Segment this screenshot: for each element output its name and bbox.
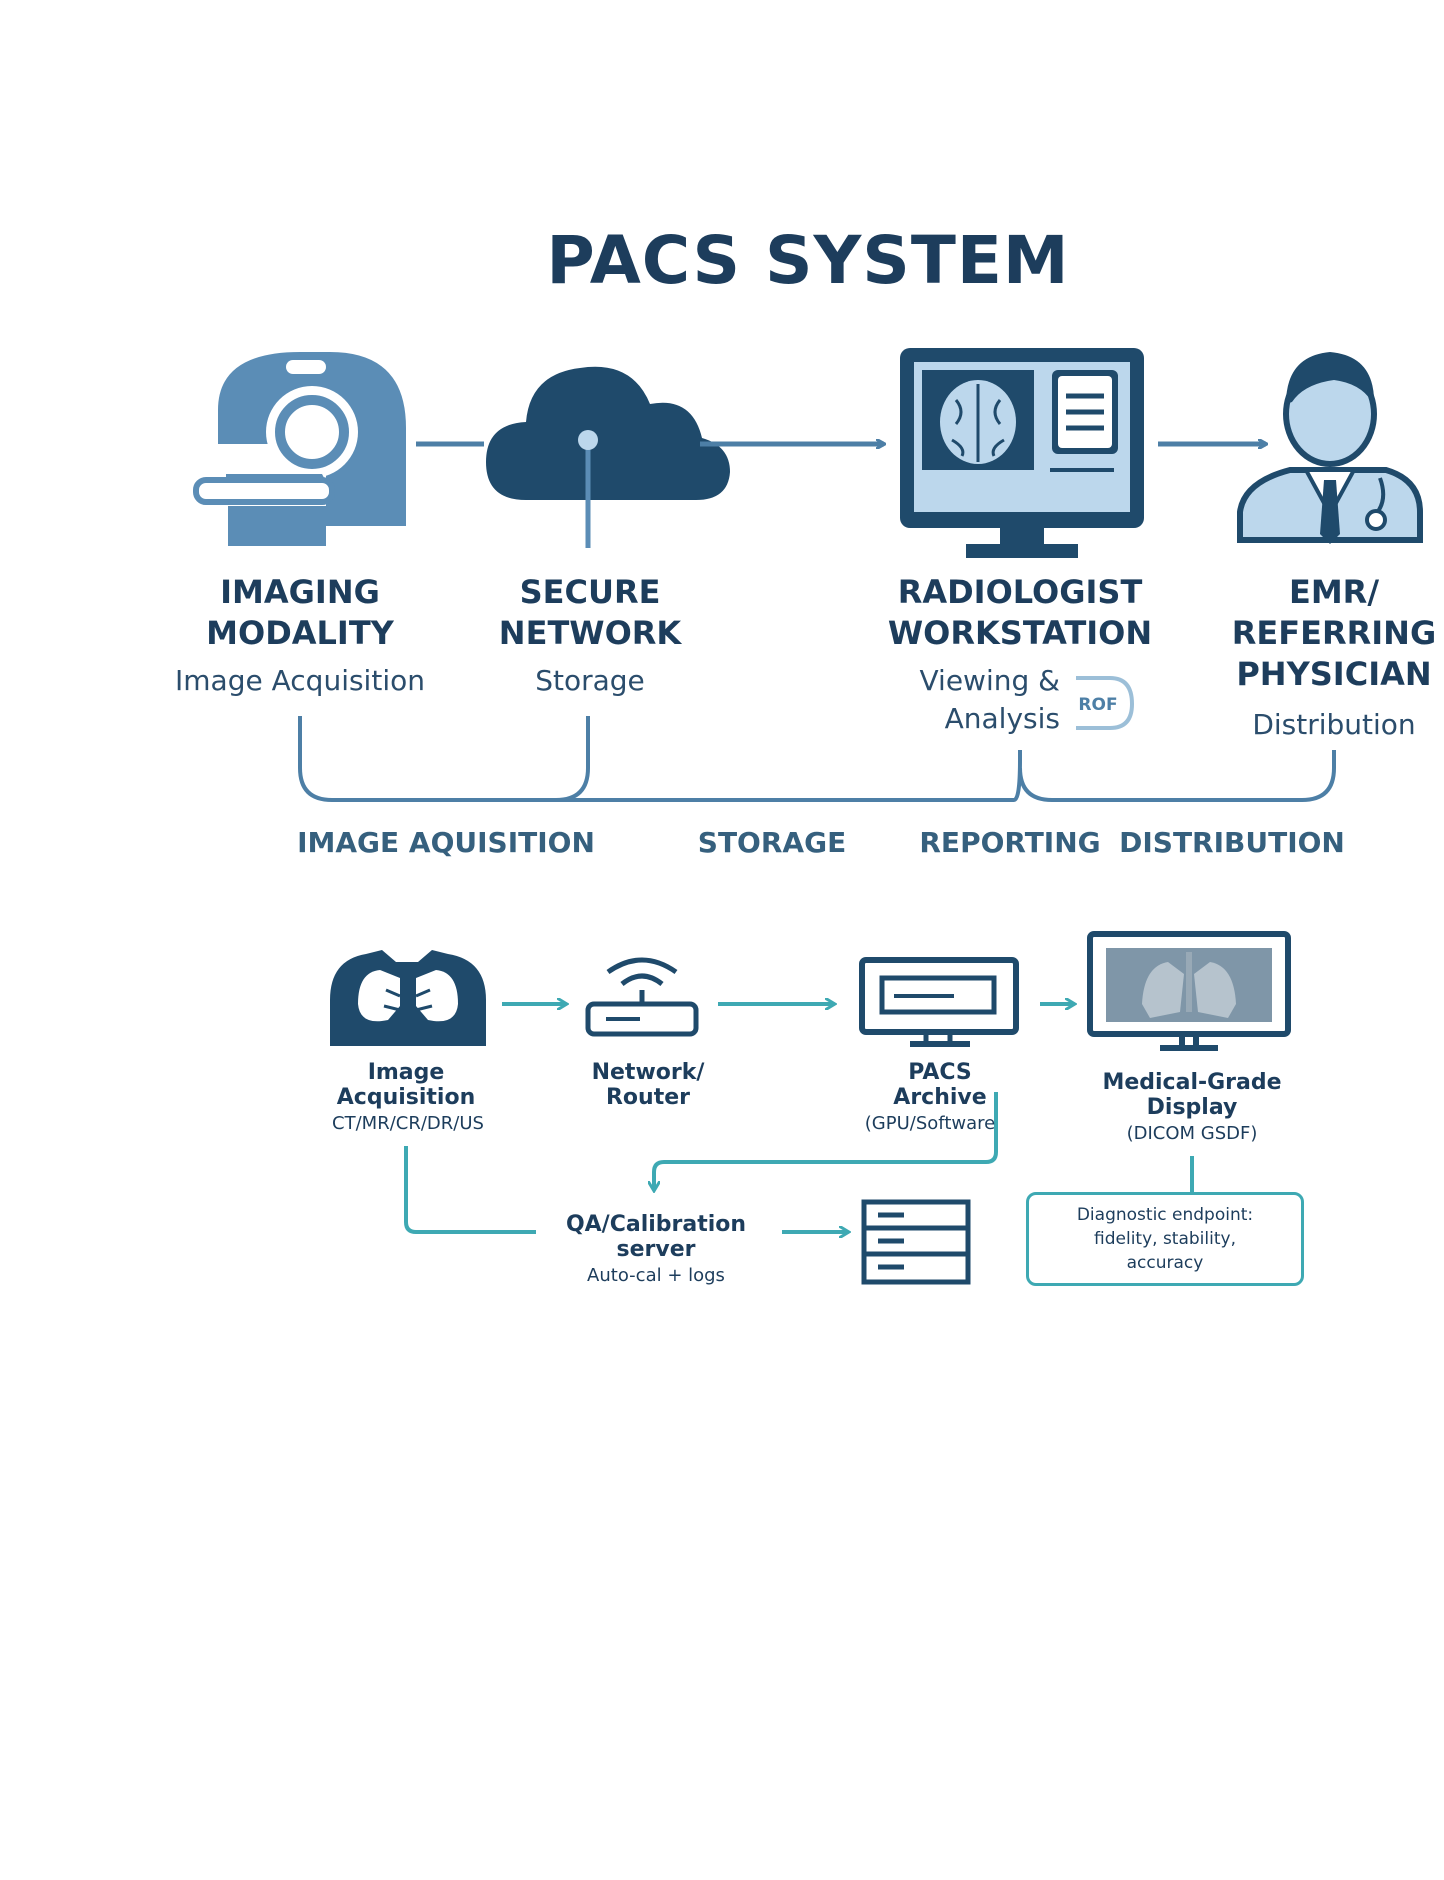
medical-display-icon (1087, 931, 1291, 1051)
imaging-modality-subtitle: Image Acquisition (175, 664, 425, 697)
radiologist-workstation-title: RADIOLOGIST WORKSTATION (887, 573, 1153, 652)
router-icon (585, 957, 699, 1037)
pacs-archive-label: PACS Archive (893, 1060, 987, 1110)
pacs-archive-subtitle: (GPU/Software (864, 1113, 996, 1134)
qa-calibration-label: QA/Calibration server (565, 1212, 747, 1262)
cloud-icon (486, 366, 730, 548)
phase-bracket (298, 716, 1336, 802)
bottom-flow-connectors (404, 1004, 1194, 1234)
arrow-archive-qa (654, 1092, 998, 1190)
secure-network-title: SECURE NETWORK (498, 573, 682, 652)
network-router-label: Network/ Router (591, 1060, 705, 1110)
emr-physician-title: EMR/ REFERRING PHYSICIAN (1231, 573, 1437, 693)
rof-badge-label: ROF (1078, 695, 1117, 715)
phase-image-acquisition: IMAGE AQUISITION (297, 826, 595, 859)
connector-acquisition-qa (404, 1146, 536, 1234)
ct-scanner-icon (193, 352, 406, 546)
imaging-modality-title: IMAGING MODALITY (206, 573, 394, 652)
medical-display-subtitle: (DICOM GSDF) (1126, 1123, 1258, 1144)
phase-storage: STORAGE (697, 826, 847, 859)
qa-calibration-subtitle: Auto-cal + logs (587, 1265, 725, 1286)
image-acquisition-label: Image Acquisition (336, 1060, 476, 1110)
chest-xray-icon (330, 950, 486, 1046)
emr-physician-subtitle: Distribution (1252, 708, 1416, 741)
image-acquisition-modalities: CT/MR/CR/DR/US (332, 1113, 484, 1134)
radiologist-workstation-subtitle: Viewing & Analysis (919, 664, 1060, 735)
secure-network-subtitle: Storage (535, 664, 645, 697)
diagnostic-endpoint-box: Diagnostic endpoint: fidelity, stability… (1026, 1192, 1304, 1286)
pacs-monitor-icon (859, 957, 1019, 1047)
phase-distribution: DISTRIBUTION (1119, 826, 1345, 859)
physician-icon (1237, 352, 1423, 544)
workstation-monitor-icon (900, 348, 1144, 558)
page-title: PACS SYSTEM (546, 222, 1070, 299)
medical-display-label: Medical-Grade Display (1102, 1070, 1282, 1120)
server-icon (861, 1199, 971, 1285)
rof-badge: ROF (1076, 676, 1135, 730)
phase-reporting: REPORTING (919, 826, 1101, 859)
